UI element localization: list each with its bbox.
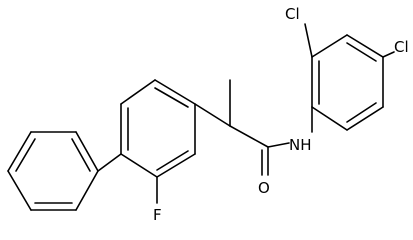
ring-ch-bond — [194, 103, 231, 127]
atom-label-o: O — [258, 179, 270, 197]
atom-label-cl-top: Cl — [285, 5, 300, 23]
biaryl-bond — [97, 153, 122, 172]
c-cl-right-bond — [382, 51, 395, 58]
dichlorophenyl-ring — [311, 34, 384, 131]
molecule-diagram: Cl Cl NH O F — [7, 5, 409, 224]
ch-carbonyl-bond — [229, 125, 269, 148]
c-n-bond — [267, 142, 290, 148]
atom-label-cl-right: Cl — [394, 38, 409, 56]
atom-label-f: F — [153, 206, 162, 224]
structure-svg: Cl Cl NH O F — [7, 5, 409, 224]
c-cl-top-bond — [304, 23, 313, 58]
fluorophenyl-ring — [120, 79, 196, 178]
atom-label-nh: NH — [289, 136, 312, 154]
phenyl-ring — [7, 131, 99, 211]
